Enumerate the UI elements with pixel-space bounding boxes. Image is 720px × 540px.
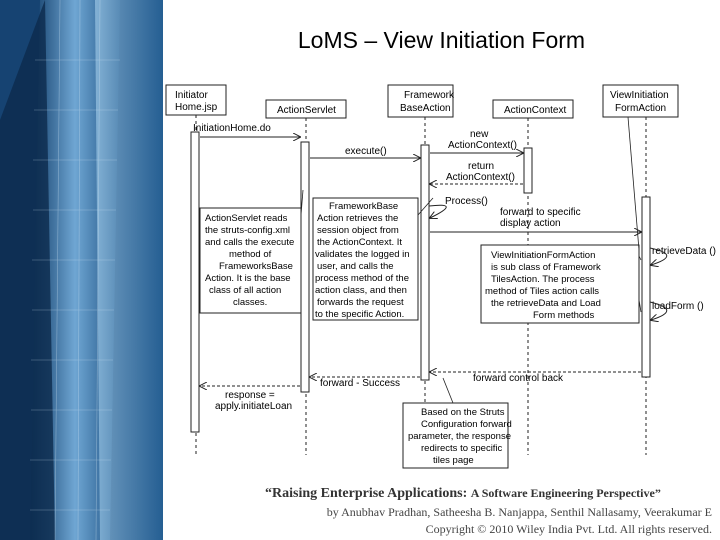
message-new-2: ActionContext()	[448, 140, 517, 151]
lifeline-action-servlet: ActionServlet	[265, 99, 347, 455]
note-framework-line: action class, and then	[315, 285, 407, 296]
message-return-2: ActionContext()	[446, 172, 515, 183]
note-view-initiation: ViewInitiationFormAction is sub class of…	[480, 244, 640, 324]
note-framework-line: forwards the request	[317, 297, 404, 308]
note-action-servlet: ActionServlet reads the struts-config.xm…	[199, 207, 302, 314]
note-servlet-line: the struts-config.xml	[205, 225, 290, 236]
message-forward-specific-1: forward to specific	[500, 207, 581, 218]
note-framework-line: user, and calls the	[317, 261, 394, 272]
lifeline-action-context-label: ActionContext	[504, 105, 566, 116]
note-view-line: Form methods	[533, 310, 594, 321]
book-authors: by Anubhav Pradhan, Satheesha B. Nanjapp…	[326, 505, 712, 519]
note-framework-line: Action retrieves the	[317, 213, 398, 224]
note-framework-base: FrameworkBase Action retrieves the sessi…	[312, 197, 419, 321]
message-response-2: apply.initiateLoan	[215, 401, 292, 412]
message-retrieve: retrieveData ()	[652, 246, 716, 257]
message-forward-specific-2: display action	[500, 218, 561, 229]
message-forward-control: forward control back	[473, 373, 564, 384]
message-response-1: response =	[225, 390, 275, 401]
lifeline-view-label-1: ViewInitiation	[610, 90, 669, 101]
note-struts-line: Configuration forward	[421, 419, 512, 430]
note-framework-line: session object from	[317, 225, 399, 236]
note-framework-line: to the specific Action.	[315, 309, 404, 320]
note-framework-line: process method of the	[315, 273, 409, 284]
decorative-skyscraper-panel	[0, 0, 163, 540]
note-struts-line: tiles page	[433, 455, 474, 466]
sequence-diagram-canvas: Initiator Home.jsp ActionServlet Framewo…	[165, 84, 716, 469]
message-process: Process()	[445, 196, 488, 207]
note-servlet-line: Action. It is the base	[205, 273, 291, 284]
message-forward-success: forward - Success	[320, 378, 400, 389]
note-struts-line: redirects to specific	[421, 443, 503, 454]
message-initiation-home: InitiationHome.do	[193, 123, 271, 134]
lifeline-initiator-label-2: Home.jsp	[175, 102, 218, 113]
lifeline-framework-label-2: BaseAction	[400, 103, 451, 114]
note-servlet-line: class of all action	[209, 285, 281, 296]
note-servlet-line: ActionServlet reads	[205, 213, 288, 224]
note-view-line: the retrieveData and Load	[491, 298, 601, 309]
page-title: LoMS – View Initiation Form	[297, 27, 586, 53]
note-servlet-line: classes.	[233, 297, 267, 308]
lifeline-initiator-label-1: Initiator	[175, 90, 208, 101]
arrow-process	[429, 204, 447, 218]
message-execute: execute()	[345, 146, 387, 157]
arrow-load	[650, 301, 668, 320]
lifeline-framework-base: Framework BaseAction	[387, 84, 455, 455]
message-return-1: return	[468, 161, 494, 172]
note-framework-line: FrameworkBase	[329, 201, 398, 212]
note-servlet-line: and calls the execute	[205, 237, 294, 248]
book-title: “Raising Enterprise Applications: A Soft…	[265, 486, 661, 502]
note-view-line: is sub class of Framework	[491, 262, 601, 273]
note-framework-line: the ActionContext. It	[317, 237, 402, 248]
copyright-notice: Copyright © 2010 Wiley India Pvt. Ltd. A…	[425, 522, 712, 536]
note-struts-line: Based on the Struts	[421, 407, 505, 418]
message-new-1: new	[470, 129, 489, 140]
book-title-main: “Raising Enterprise Applications:	[265, 486, 468, 501]
lifeline-view-initiation: ViewInitiation FormAction	[602, 84, 679, 455]
note-view-line: ViewInitiationFormAction	[491, 250, 595, 261]
note-servlet-line: FrameworksBase	[219, 261, 293, 272]
book-subtitle: A Software Engineering Perspective”	[470, 486, 661, 500]
sequence-diagram: Initiator Home.jsp ActionServlet Framewo…	[163, 80, 720, 480]
message-load: loadForm ()	[652, 301, 704, 312]
note-view-line: method of Tiles action calls	[485, 286, 599, 297]
note-servlet-line: method of	[229, 249, 272, 260]
lifeline-action-servlet-label: ActionServlet	[277, 105, 336, 116]
note-struts-line: parameter, the response	[408, 431, 511, 442]
note-struts-config: Based on the Struts Configuration forwar…	[402, 402, 512, 469]
skyscraper-illustration	[0, 0, 163, 540]
lifeline-framework-label-1: Framework	[404, 90, 455, 101]
note-view-line: TilesAction. The process	[491, 274, 595, 285]
arrow-retrieve	[650, 247, 668, 265]
lifeline-initiator: Initiator Home.jsp	[165, 84, 227, 455]
note-framework-line: validates the logged in	[315, 249, 410, 260]
lifeline-view-label-2: FormAction	[615, 103, 666, 114]
